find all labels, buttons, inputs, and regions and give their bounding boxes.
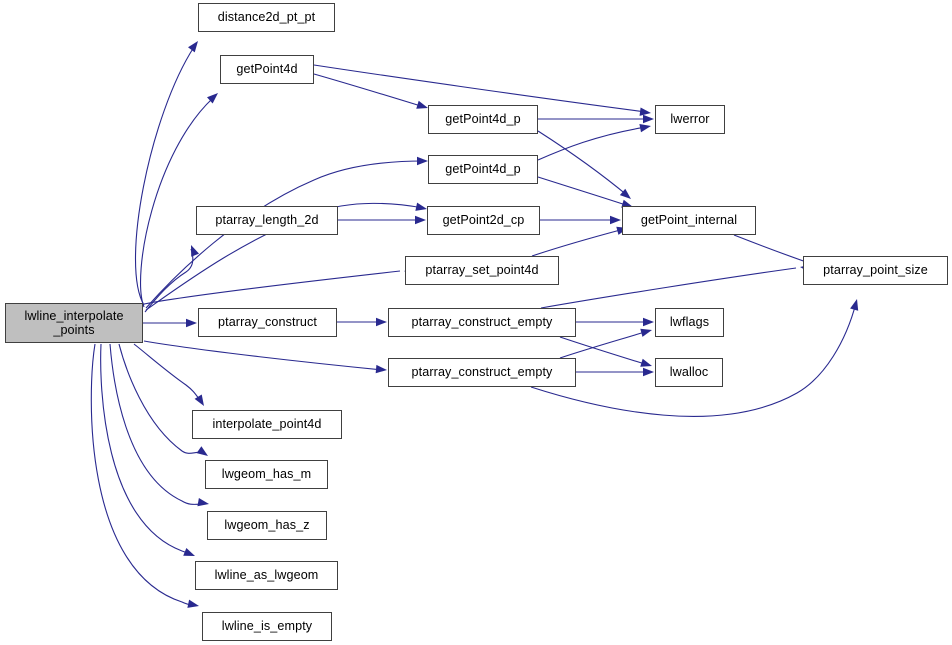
graph-node-getPoint4d_p_2[interactable]: getPoint4d_p: [428, 155, 538, 184]
edge-root-ptarray_length_2d-arrowhead: [191, 245, 200, 257]
graph-node-lwflags[interactable]: lwflags: [655, 308, 724, 337]
edge-ptarray_construct_empty_1-lwflags-arrowhead: [643, 317, 654, 327]
graph-node-getPoint_internal[interactable]: getPoint_internal: [622, 206, 756, 235]
edge-ptarray_construct_empty_2-lwalloc-arrowhead: [643, 367, 654, 377]
graph-node-getPoint4d[interactable]: getPoint4d: [220, 55, 314, 84]
graph-node-ptarray_length_2d[interactable]: ptarray_length_2d: [196, 206, 338, 235]
edge-root-ptarray_construct-arrowhead: [186, 318, 197, 328]
edge-root-lwline_as_lwgeom: [100, 343, 192, 556]
edge-ptarray_construct_empty_2-ptarray_point_size-arrowhead: [850, 299, 859, 311]
edge-root-lwline_is_empty-arrowhead: [187, 599, 199, 608]
edge-root-ptarray_set_point4d: [143, 270, 401, 305]
graph-node-ptarray_set_point4d[interactable]: ptarray_set_point4d: [405, 256, 559, 285]
graph-node-lwline_is_empty[interactable]: lwline_is_empty: [202, 612, 332, 641]
edge-root-interpolate_point4d-arrowhead: [194, 394, 204, 406]
edge-ptarray_construct_empty_1-ptarray_point_size: [540, 267, 797, 309]
graph-node-distance2d_pt_pt[interactable]: distance2d_pt_pt: [198, 3, 335, 32]
edge-getPoint4d_p_2-lwerror: [537, 126, 647, 161]
edge-getPoint4d_p_1-getPoint_internal: [537, 130, 629, 197]
edge-ptarray_length_2d-getPoint2d_cp-arrowhead: [415, 215, 426, 225]
edge-root-interpolate_point4d: [133, 343, 203, 404]
edge-getPoint4d_p_1-getPoint_internal-arrowhead: [619, 188, 631, 199]
edge-root-lwgeom_has_z: [109, 343, 206, 505]
edge-root-getPoint4d_p_2-arrowhead: [417, 156, 428, 166]
edge-getPoint4d_p_2-lwerror-arrowhead: [639, 123, 651, 133]
edge-root-lwline_as_lwgeom-arrowhead: [183, 547, 195, 556]
graph-node-lwalloc[interactable]: lwalloc: [655, 358, 723, 387]
edge-ptarray_construct_empty_2-lwflags-arrowhead: [640, 328, 652, 337]
edge-ptarray_construct_empty_1-lwalloc-arrowhead: [640, 358, 652, 367]
graph-node-lwline_as_lwgeom[interactable]: lwline_as_lwgeom: [195, 561, 338, 590]
graph-node-lwgeom_has_z[interactable]: lwgeom_has_z: [207, 511, 327, 540]
edge-root-ptarray_construct_empty_2: [143, 340, 384, 371]
edge-root-getPoint4d-arrowhead: [207, 93, 218, 104]
graph-node-ptarray_construct[interactable]: ptarray_construct: [198, 308, 337, 337]
edge-root-distance2d_pt_pt: [134, 46, 195, 306]
edge-getPoint2d_cp-getPoint_internal-arrowhead: [610, 215, 621, 225]
graph-node-ptarray_point_size[interactable]: ptarray_point_size: [803, 256, 948, 285]
graph-node-lwline_interpolate_points[interactable]: lwline_interpolate _points: [5, 303, 143, 343]
graph-node-lwgeom_has_m[interactable]: lwgeom_has_m: [205, 460, 328, 489]
edge-root-lwline_is_empty: [90, 343, 196, 607]
graph-node-interpolate_point4d[interactable]: interpolate_point4d: [192, 410, 342, 439]
graph-node-ptarray_construct_empty_1[interactable]: ptarray_construct_empty: [388, 308, 576, 337]
edge-getPoint4d-lwerror-arrowhead: [639, 107, 651, 116]
edge-root-lwgeom_has_m-arrowhead: [196, 446, 208, 456]
edge-getPoint_internal-ptarray_point_size: [733, 234, 813, 265]
edge-root-ptarray_construct_empty_2-arrowhead: [375, 364, 387, 374]
edge-root-getPoint2d_cp-arrowhead: [415, 202, 427, 211]
edge-getPoint4d-getPoint4d_p_1: [313, 73, 425, 108]
edge-getPoint4d_p_1-lwerror-arrowhead: [643, 114, 654, 124]
graph-node-getPoint2d_cp[interactable]: getPoint2d_cp: [427, 206, 540, 235]
edge-ptarray_construct-ptarray_construct_empty_1-arrowhead: [376, 317, 387, 327]
edge-root-lwgeom_has_z-arrowhead: [197, 497, 209, 507]
edge-ptarray_set_point4d-getPoint_internal: [531, 228, 625, 257]
edge-root-ptarray_length_2d: [144, 248, 194, 313]
graph-node-ptarray_construct_empty_2[interactable]: ptarray_construct_empty: [388, 358, 576, 387]
edge-getPoint4d_p_2-getPoint_internal: [537, 176, 630, 207]
edge-root-distance2d_pt_pt-arrowhead: [188, 41, 198, 53]
graph-node-getPoint4d_p_1[interactable]: getPoint4d_p: [428, 105, 538, 134]
graph-node-lwerror[interactable]: lwerror: [655, 105, 725, 134]
edge-root-getPoint4d: [140, 97, 214, 308]
